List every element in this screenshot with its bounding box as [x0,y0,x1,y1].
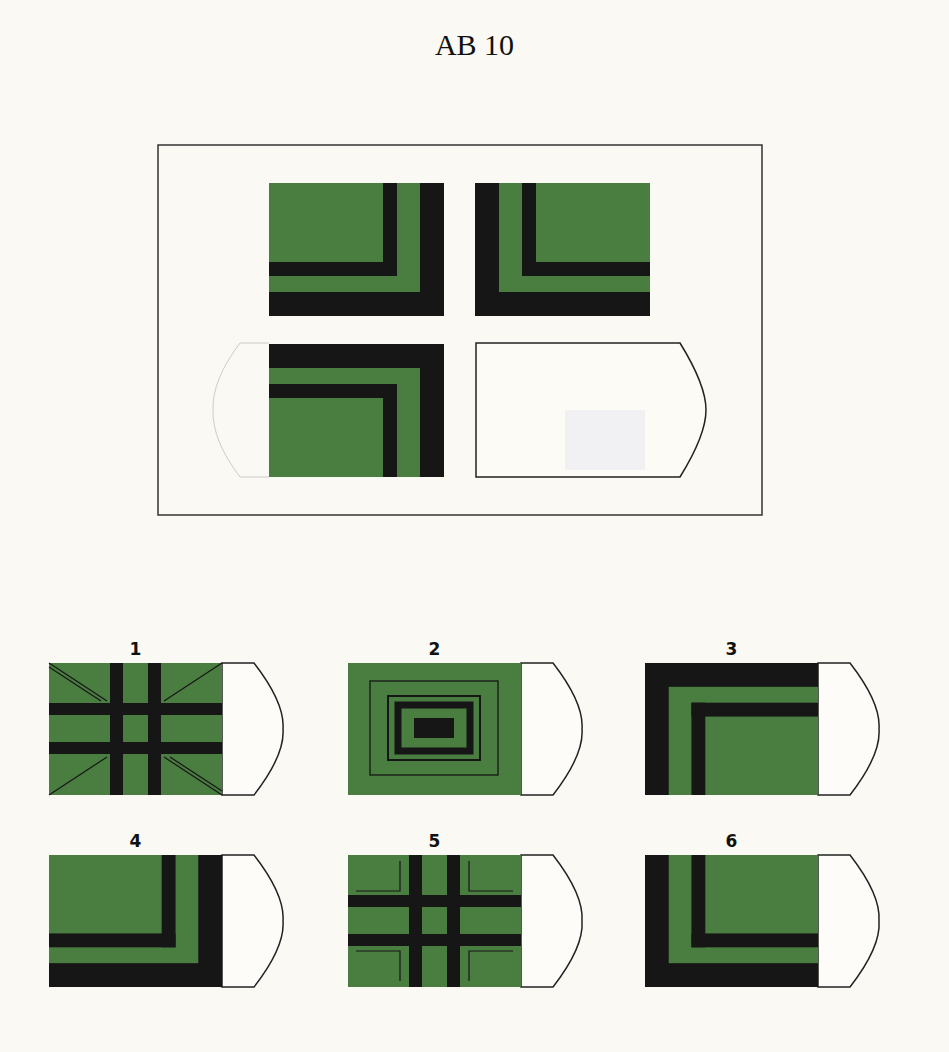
option-number: 2 [348,639,521,659]
answer-option: 1 [49,639,222,795]
option-number: 5 [348,831,521,851]
answer-option: 5 [348,831,521,987]
answer-option: 6 [645,831,818,987]
answer-option: 2 [348,639,521,795]
answer-option: 3 [645,639,818,795]
option-number: 6 [645,831,818,851]
option-number: 3 [645,639,818,659]
item-title: AB 10 [0,28,949,62]
option-number: 1 [49,639,222,659]
answer-option: 4 [49,831,222,987]
frame [158,145,762,515]
option-number: 4 [49,831,222,851]
